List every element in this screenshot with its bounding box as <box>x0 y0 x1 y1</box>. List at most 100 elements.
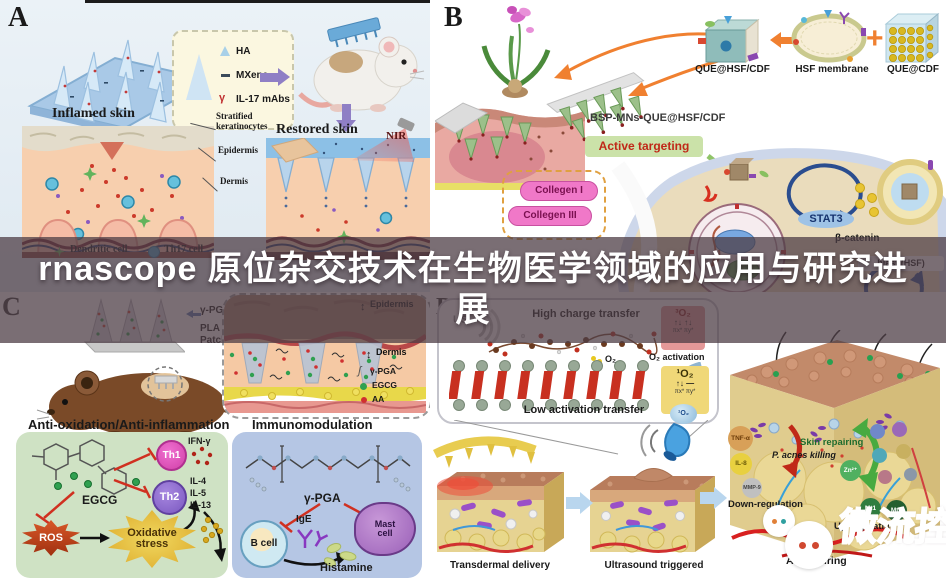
que-cdf-cube <box>884 12 940 64</box>
zn-circle: Zn²⁺ <box>840 460 861 481</box>
legend-il17: IL-17 mAbs <box>236 94 290 105</box>
ultrasound-label: Ultrasound triggered <box>604 560 704 571</box>
ros-label: ROS <box>39 531 63 544</box>
cube1-label: QUE@HSF/CDF <box>695 64 770 75</box>
gene-dot <box>878 470 892 484</box>
th1-label: Th1 <box>162 449 181 461</box>
membrane-label: HSF membrane <box>795 64 869 75</box>
oxidative-label-2: stress <box>135 538 169 550</box>
o2-label: O₂ <box>605 354 616 364</box>
mt1-circle: Mt1 <box>860 498 881 519</box>
aa-dot-icon <box>361 397 367 403</box>
immuno-box: γ-PGA B cell IgE Mast cell Histamine <box>232 432 422 578</box>
tnf-circle: TNF-α <box>728 426 753 451</box>
inset-legend-aa: AA <box>372 394 385 404</box>
mmp-label: MMP-9 <box>743 484 761 491</box>
stat3-badge: STAT3 <box>798 210 854 228</box>
inset-legend-egcg: EGCG <box>372 380 398 390</box>
il8-label: IL-8 <box>735 460 747 468</box>
arrow-left-icon <box>762 32 797 48</box>
label-stratified-1: Stratified <box>216 111 253 121</box>
egcg-label: EGCG <box>82 493 118 507</box>
figure-top-border <box>85 0 430 3</box>
gene-dot <box>872 448 887 463</box>
il5-label: IL-5 <box>190 488 207 498</box>
banner-title-line2: 展 <box>455 291 491 329</box>
up-regulation-label: Up-regulation <box>834 521 896 532</box>
singlet-o2-label: ¹O₂ <box>676 368 694 380</box>
ige-label: IgE <box>296 514 312 525</box>
mt1-label: Mt1 <box>864 504 877 512</box>
restored-skin-title: Restored skin <box>276 122 358 137</box>
gene-dot <box>896 444 911 459</box>
down-regulation-label: Down-regulation <box>728 499 803 510</box>
o2-dot-icon <box>591 356 596 361</box>
watermark-text: 微流控 <box>836 506 946 550</box>
updown-arrow-icon: ↕ <box>366 349 372 361</box>
transdermal-skin-block <box>433 436 564 553</box>
immuno-title: Immunomodulation <box>252 417 373 432</box>
active-targeting-label: Active targeting <box>598 138 690 153</box>
il17-icon: γ <box>219 92 226 104</box>
bsp-microneedle-patch <box>546 72 645 142</box>
legend-mxene: MXene <box>236 70 269 81</box>
transdermal-label: Transdermal delivery <box>449 560 551 571</box>
mast-label-1: Mast <box>374 519 396 529</box>
gene-dot <box>892 422 907 437</box>
gene-dot <box>904 468 917 481</box>
mouse-illustration <box>298 17 425 112</box>
mmp-circle: MMP-9 <box>742 478 762 498</box>
antiox-title: Anti-oxidation/Anti-inflammation <box>28 417 230 432</box>
il13-label: IL-13 <box>190 500 212 510</box>
chat-bubble-icon <box>785 521 833 569</box>
label-epidermis: Epidermis <box>218 145 259 155</box>
title-banner: rnascope 原位杂交技术在生物医学领域的应用与研究进 展 <box>0 237 946 343</box>
nir-label: NIR <box>386 130 407 142</box>
o2-activation-label: O₂ activation <box>649 352 705 362</box>
arrow-right-icon <box>260 68 299 86</box>
squiggle-icon: ʃ <box>358 365 362 377</box>
plus-icon: + <box>866 22 884 55</box>
mouse-illustration-brown <box>36 366 267 441</box>
low-activation-label: Low activation transfer <box>523 404 645 416</box>
th1-cell: Th1 <box>156 440 187 471</box>
active-targeting-badge: Active targeting <box>585 136 703 157</box>
hsf-membrane <box>791 10 867 63</box>
inflamed-skin-title: Inflamed skin <box>52 106 135 121</box>
histamine-label: Histamine <box>320 562 373 574</box>
collagen-callout-box: Collegen I Collegen III <box>502 170 606 240</box>
singlet-orbitals: ↑↓ — <box>675 379 695 389</box>
cube2-label: QUE@CDF <box>887 64 939 75</box>
collagen1-label: Collegen I <box>535 185 583 197</box>
inflamed-skin-illustration <box>22 126 214 258</box>
label-dermis: Dermis <box>220 176 248 186</box>
inset-dermis-label: Dermis <box>376 347 407 357</box>
il4-label: IL-4 <box>190 476 207 486</box>
ultrasound-probe <box>640 422 691 461</box>
il8-circle: IL-8 <box>730 453 752 475</box>
oxidative-label-1: Oxidative <box>127 527 177 539</box>
bsp-mn-label: BSP-MNs-QUE@HSF/CDF <box>590 112 726 124</box>
collagen1-pill: Collegen I <box>520 181 598 201</box>
orchid-plant <box>481 6 551 98</box>
mxene-icon <box>221 74 230 77</box>
inset-legend-gpga: γ-PGA <box>370 366 396 376</box>
collagen3-pill: Collegen III <box>508 206 592 226</box>
pacnes-label: P. acnes killing <box>772 450 836 460</box>
skin-repairing-label: Skin repairing <box>800 437 864 448</box>
legend-ha: HA <box>236 46 251 57</box>
panel-a-label: A <box>8 2 29 33</box>
egcg-dot-icon <box>360 383 367 390</box>
needle-cone-icon <box>186 54 212 100</box>
flow-arrow-icon <box>566 492 604 514</box>
b-cell: B cell <box>240 520 288 568</box>
panel-b-label: B <box>444 2 463 33</box>
banner-title-line1: rnascope 原位杂交技术在生物医学领域的应用与研究进 <box>38 250 908 289</box>
pacnes-killing-arrow <box>782 424 802 478</box>
que-hsf-cdf-cube <box>698 16 760 64</box>
gene-dot <box>870 424 885 439</box>
gpga-label: γ-PGA <box>304 491 341 505</box>
flow-arrow-icon <box>700 487 738 509</box>
egcg-structure <box>31 439 140 495</box>
